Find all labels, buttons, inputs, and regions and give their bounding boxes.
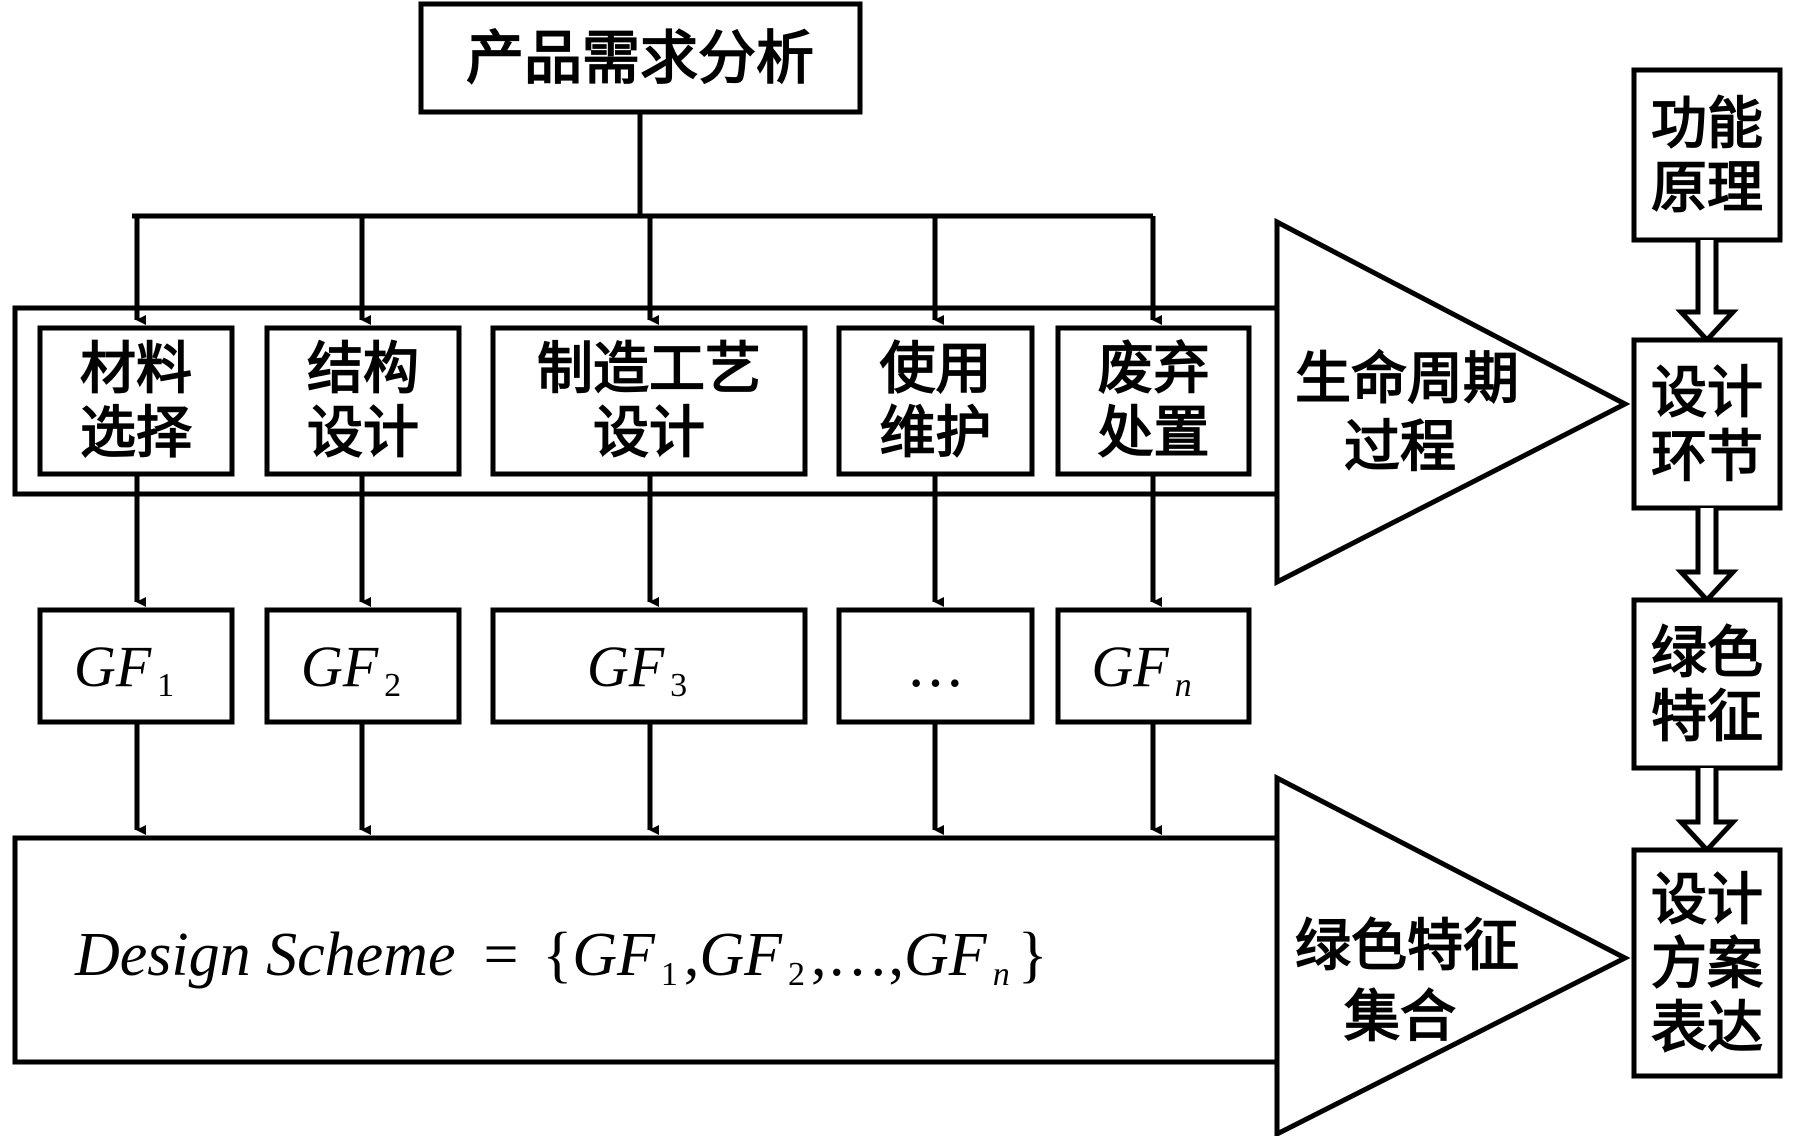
design-scheme-prefix: Design Scheme	[74, 921, 455, 989]
right-box-label-line: 方案	[1651, 931, 1764, 997]
right-box-green-feature: 绿色特征	[1631, 597, 1783, 771]
design-scheme-open-brace: {	[542, 921, 572, 989]
product-requirement-analysis-box: 产品需求分析	[418, 1, 863, 115]
design-scheme-sep2: ,	[811, 921, 827, 989]
right-box-label-line: 绿色	[1651, 620, 1763, 686]
gf-base: GF	[1091, 634, 1169, 699]
right-box-label-line: 表达	[1651, 995, 1763, 1061]
design-scheme-sep3: ,	[889, 921, 905, 989]
design-scheme-gf2: GF	[699, 921, 783, 989]
right-box-label-line: 功能	[1651, 91, 1763, 157]
design-scheme-gfn: GF	[904, 921, 988, 989]
stage-label-line: 维护	[880, 400, 992, 466]
hollow-arrow-down	[1675, 240, 1739, 344]
lifecycle-label-line2: 过程	[1344, 414, 1456, 480]
design-scheme-sub2: 2	[788, 956, 805, 993]
stage-label-line: 制造工艺	[537, 336, 761, 402]
lifecycle-process-pointer: 生命周期 过程	[1274, 217, 1631, 587]
gf-label: …	[907, 632, 965, 700]
stage-arrows	[134, 216, 1162, 835]
design-scheme-dots: …	[827, 921, 889, 989]
gf-base: …	[907, 632, 965, 700]
design-scheme-equals: =	[483, 921, 518, 989]
right-box-label-line: 原理	[1651, 155, 1763, 221]
gf-subscript: 2	[384, 667, 401, 704]
distribution-connectors	[132, 112, 1153, 219]
gf-base: GF	[301, 634, 379, 699]
stage-label-line: 设计	[593, 400, 705, 466]
right-box-label-line: 特征	[1651, 684, 1763, 750]
stage-label-line: 处置	[1098, 400, 1210, 466]
design-scheme-close-brace: }	[1018, 921, 1048, 989]
design-scheme-subn: n	[993, 956, 1010, 993]
right-box-label-line: 设计	[1651, 360, 1763, 426]
right-box-label-line: 设计	[1651, 867, 1763, 933]
stage-label-line: 材料	[80, 336, 192, 402]
stage-label-line: 废弃	[1098, 336, 1210, 402]
greenset-label-line1: 绿色特征	[1295, 913, 1519, 979]
gf-subscript: 3	[670, 667, 687, 704]
stage-label-line: 结构	[307, 336, 419, 402]
design-scheme-sub1: 1	[661, 956, 678, 993]
greenset-label-line2: 集合	[1343, 984, 1456, 1050]
hollow-arrow-down	[1675, 768, 1739, 854]
stage-label-line: 使用	[880, 336, 992, 402]
design-scheme-sep1: ,	[684, 921, 700, 989]
gf-box-4: …	[836, 607, 1035, 725]
stage-label-line: 选择	[80, 400, 193, 466]
gf-subscript: 1	[157, 667, 174, 704]
product-requirement-analysis-label: 产品需求分析	[466, 24, 814, 92]
stage-label-line: 设计	[307, 400, 419, 466]
right-box-label-line: 环节	[1651, 424, 1763, 490]
lifecycle-label-line1: 生命周期	[1295, 346, 1519, 412]
design-scheme-gf1: GF	[572, 921, 656, 989]
green-feature-set-pointer: 绿色特征 集合	[1274, 773, 1631, 1139]
hollow-arrow-down	[1675, 508, 1739, 604]
gf-base: GF	[587, 634, 665, 699]
gf-base: GF	[74, 634, 152, 699]
gf-subscript: n	[1175, 667, 1192, 704]
